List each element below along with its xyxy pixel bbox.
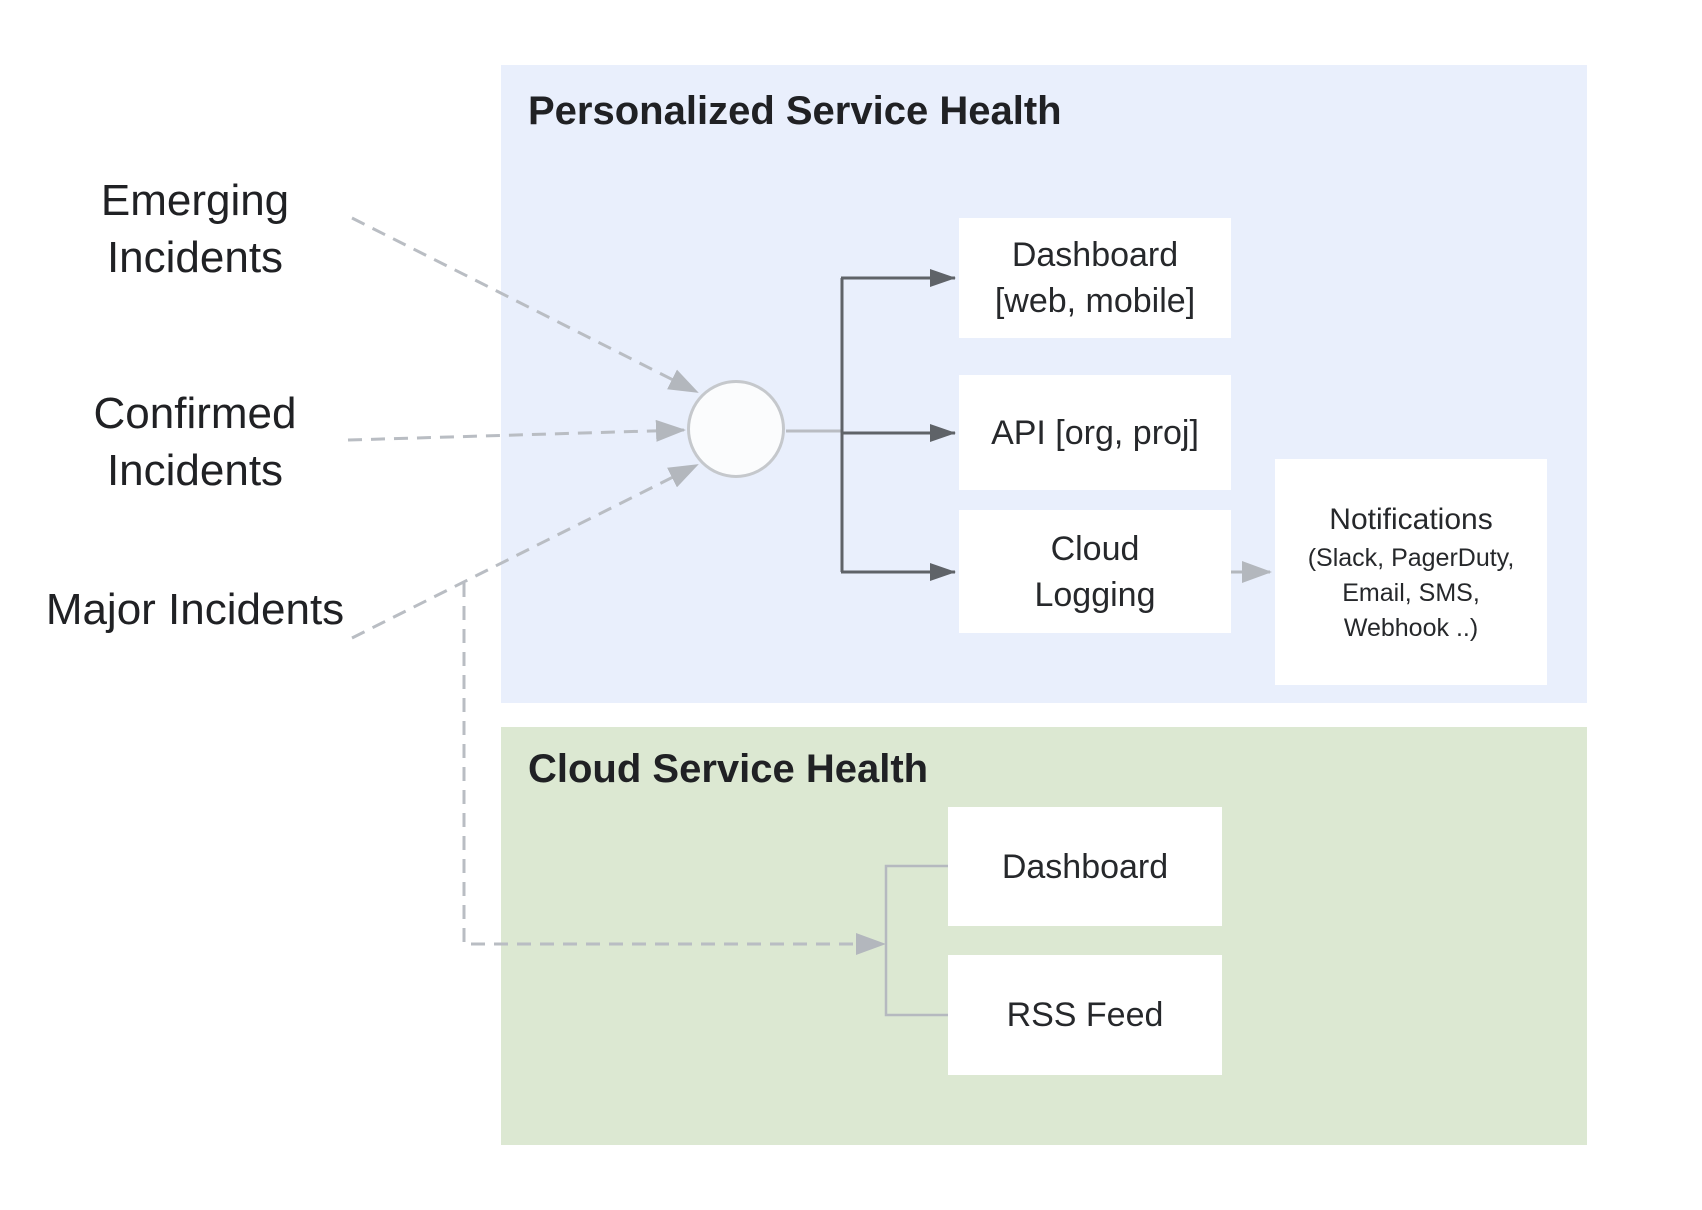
api-box-label: API [org, proj] bbox=[991, 413, 1199, 452]
notifications-sub-line3: Webhook ..) bbox=[1343, 613, 1479, 642]
dashboard-web-mobile-box: Dashboard [web, mobile] bbox=[959, 218, 1231, 338]
label-emerging-incidents: Emerging Incidents bbox=[100, 176, 290, 282]
dashboard-box-line1: Dashboard bbox=[1011, 236, 1179, 274]
cloud-logging-line2: Logging bbox=[1034, 575, 1156, 614]
notifications-title: Notifications bbox=[1329, 502, 1493, 536]
cloud-panel-title: Cloud Service Health bbox=[528, 747, 929, 791]
dashboard-box-line2: [web, mobile] bbox=[994, 282, 1196, 320]
notifications-sub-line2: Email, SMS, bbox=[1342, 578, 1480, 607]
rss-feed-label: RSS Feed bbox=[1006, 996, 1164, 1034]
cloud-logging-box: Cloud Logging bbox=[959, 510, 1231, 633]
cloud-service-health-panel: Cloud Service Health bbox=[501, 727, 1587, 1145]
cloud-dashboard-label: Dashboard bbox=[1001, 847, 1169, 886]
label-major-incidents: Major Incidents bbox=[45, 585, 345, 634]
rss-feed-box: RSS Feed bbox=[948, 955, 1222, 1075]
notifications-box: Notifications (Slack, PagerDuty, Email, … bbox=[1275, 459, 1547, 685]
notifications-sub-line1: (Slack, PagerDuty, bbox=[1307, 543, 1515, 572]
api-box: API [org, proj] bbox=[959, 375, 1231, 490]
personalized-panel-title: Personalized Service Health bbox=[528, 89, 1062, 133]
cloud-logging-line1: Cloud bbox=[1050, 529, 1140, 568]
cloud-dashboard-box: Dashboard bbox=[948, 807, 1222, 926]
incident-hub-node bbox=[687, 380, 785, 478]
label-confirmed-incidents: Confirmed Incidents bbox=[93, 389, 297, 495]
